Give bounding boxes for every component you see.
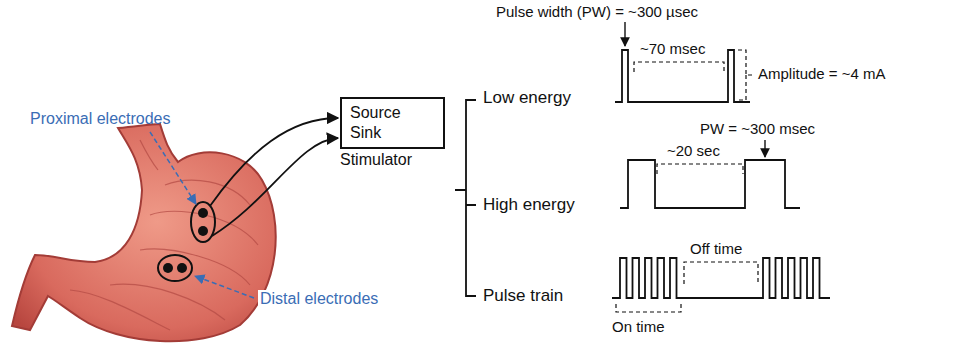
dimension-label: PW = ~300 msec bbox=[700, 120, 815, 138]
low-energy-waveform bbox=[615, 22, 750, 102]
bracket bbox=[455, 100, 476, 296]
dimension-label: Pulse width (PW) = ~300 µsec bbox=[496, 3, 698, 21]
stimulator-box: SourceSinkStimulator bbox=[340, 97, 445, 149]
dimension-label: Off time bbox=[690, 240, 742, 258]
wire bbox=[210, 118, 338, 206]
leader-line bbox=[195, 276, 254, 298]
leader-line bbox=[150, 132, 196, 204]
mode-label: High energy bbox=[483, 196, 575, 214]
terminal-label: Sink bbox=[350, 123, 435, 143]
callout-label: Proximal electrodes bbox=[30, 110, 171, 128]
terminal-label: Source bbox=[350, 103, 435, 123]
rugae bbox=[70, 140, 258, 330]
mode-label: Pulse train bbox=[483, 287, 563, 305]
dimension-label: On time bbox=[612, 318, 665, 336]
callout-label: Distal electrodes bbox=[258, 290, 380, 308]
dimension-label: ~20 sec bbox=[667, 142, 720, 160]
dimension-label: ~70 msec bbox=[640, 40, 705, 58]
dimension-bracket bbox=[657, 164, 743, 174]
device-label: Stimulator bbox=[340, 150, 412, 170]
stomach bbox=[12, 124, 276, 341]
wire bbox=[212, 138, 338, 236]
distal-electrodes bbox=[158, 255, 192, 281]
dimension-bracket bbox=[634, 50, 753, 100]
proximal-electrodes bbox=[191, 202, 215, 242]
dimension-label: Amplitude = ~4 mA bbox=[758, 65, 886, 83]
mode-label: Low energy bbox=[483, 89, 571, 107]
high-energy-waveform bbox=[620, 140, 800, 208]
pulse-train-waveform bbox=[612, 258, 830, 298]
dimension-bracket bbox=[616, 262, 758, 312]
